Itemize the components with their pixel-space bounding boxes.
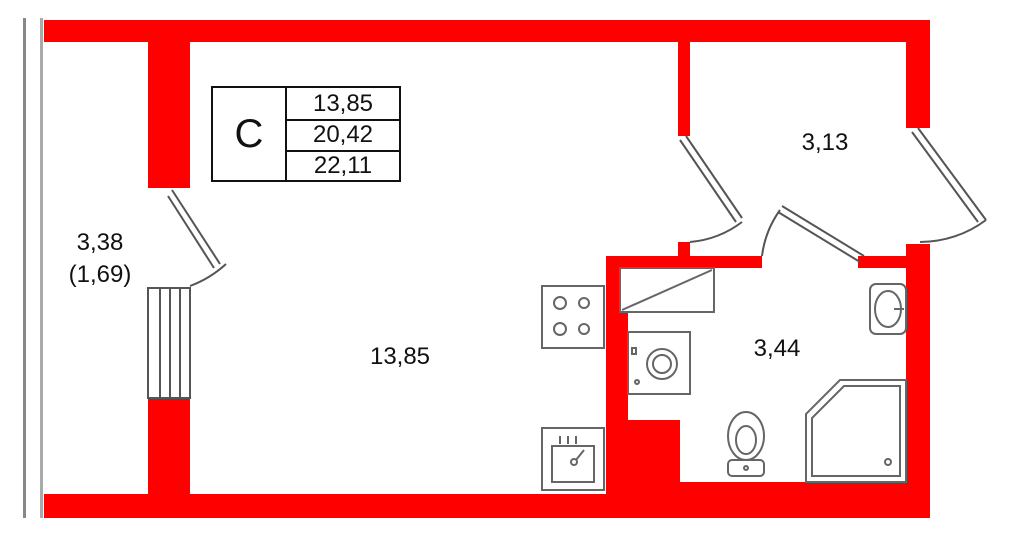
kitchen-sink <box>541 427 605 491</box>
shower-tray <box>805 379 907 483</box>
wall-bath-bottom <box>606 482 930 518</box>
living-area-label: 13,85 <box>369 343 431 370</box>
wall-right-upper <box>906 20 930 128</box>
bathroom-door <box>761 205 865 263</box>
bathroom-shelf <box>619 267 715 313</box>
wall-balcony-upper <box>148 20 190 188</box>
bathroom-area-label: 3,44 <box>753 335 801 362</box>
balcony-rail <box>23 18 26 518</box>
area-total: 20,42 <box>287 119 399 152</box>
wall-hall-upper <box>678 40 690 136</box>
wall-top <box>44 20 930 42</box>
wall-bath-top-left <box>606 256 762 268</box>
balcony-window <box>147 287 191 399</box>
balcony-reduced-area-label: (1,69) <box>68 261 132 288</box>
toilet <box>727 411 765 477</box>
stove <box>541 285 605 349</box>
balcony-area-label: 3,38 <box>76 229 124 256</box>
balcony-rail-inner <box>40 18 43 518</box>
hall-area-label: 3,13 <box>801 129 849 156</box>
entrance-door <box>911 127 987 243</box>
apartment-type-label: С <box>213 88 287 180</box>
walls <box>44 20 930 518</box>
washing-machine <box>627 331 691 395</box>
wall-right-lower <box>906 244 930 518</box>
living-door <box>679 135 743 243</box>
washbasin <box>869 283 907 335</box>
wall-hall-stub <box>678 242 690 256</box>
area-total-with-balcony: 22,11 <box>313 152 373 179</box>
area-summary-table: С 13,85 20,42 22,11 <box>211 86 401 182</box>
area-living: 13,85 <box>287 88 399 121</box>
wall-balcony-lower <box>148 398 190 518</box>
balcony-door <box>167 189 227 287</box>
wall-bath-top-right <box>858 256 920 268</box>
